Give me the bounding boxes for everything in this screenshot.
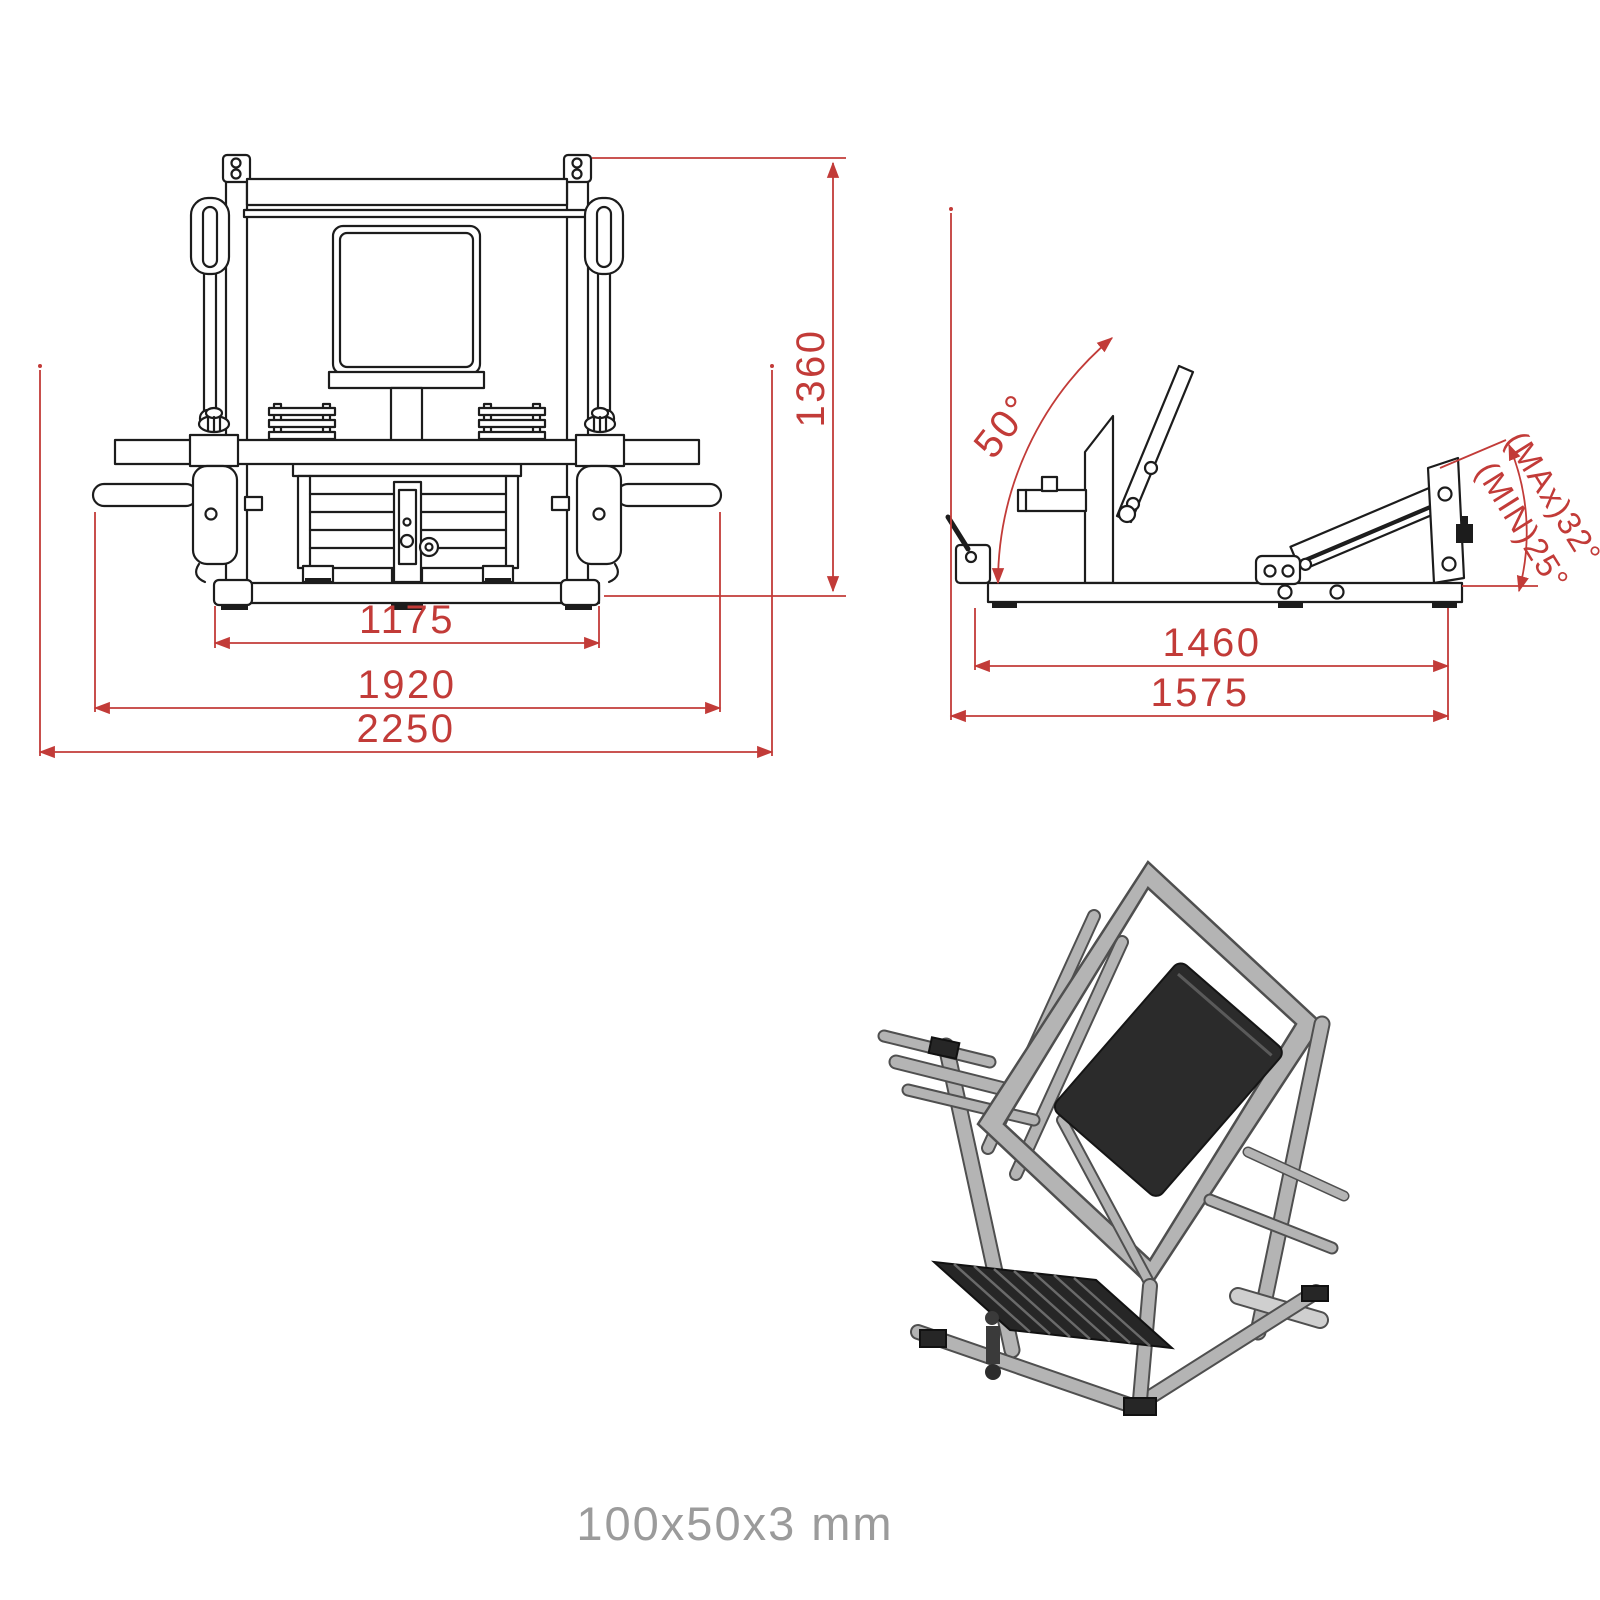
side-weight-horn bbox=[1016, 488, 1088, 513]
front-arm-bar bbox=[113, 406, 701, 468]
front-base bbox=[212, 578, 601, 610]
dim-side-base-length: 1460 bbox=[1163, 621, 1262, 665]
front-clamp-bodies bbox=[191, 464, 623, 584]
side-foot-plate bbox=[1289, 482, 1448, 571]
dim-front-inner-width: 1175 bbox=[359, 598, 455, 642]
front-catch-loops bbox=[189, 196, 625, 429]
angle-arc-incline bbox=[991, 337, 1113, 585]
side-view-dimensions: 1460 1575 50° (MAx)32° (MIN)25° bbox=[949, 207, 1600, 723]
iso-left-arm bbox=[877, 1029, 1041, 1127]
iso-back-pad bbox=[1053, 962, 1283, 1197]
dim-side-overall-length: 1575 bbox=[1151, 671, 1250, 715]
front-backrest-pad bbox=[327, 224, 486, 462]
dim-front-height: 1360 bbox=[789, 329, 833, 428]
dim-front-overall-width: 2250 bbox=[357, 707, 456, 751]
front-view-dimensions: 1175 1920 2250 1360 bbox=[38, 157, 846, 759]
side-support-column bbox=[1016, 364, 1195, 585]
iso-right-side bbox=[1203, 1015, 1350, 1341]
angle-arc-footplate bbox=[1508, 443, 1529, 593]
iso-foot-platform bbox=[931, 1260, 1175, 1380]
front-lock-mechanism bbox=[392, 480, 440, 584]
side-release-pedal bbox=[945, 514, 992, 585]
front-view bbox=[91, 153, 723, 610]
tube-profile-label: 100x50x3 mm bbox=[576, 1497, 893, 1550]
isometric-view bbox=[877, 860, 1350, 1416]
dim-front-mid-width: 1920 bbox=[358, 663, 457, 707]
front-handle-grips bbox=[91, 482, 723, 512]
side-view bbox=[945, 364, 1473, 608]
side-footplate-bracket bbox=[1426, 456, 1473, 585]
front-top-beam bbox=[242, 177, 593, 219]
dim-incline-angle: 50° bbox=[965, 386, 1042, 467]
side-base bbox=[986, 554, 1464, 608]
